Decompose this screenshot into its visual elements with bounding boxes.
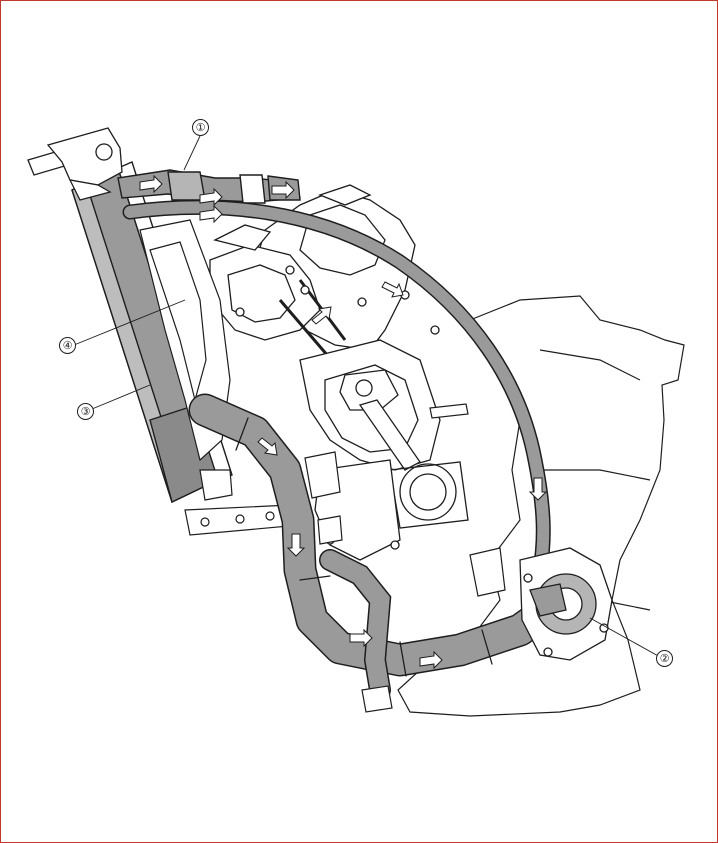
callout-2: ② [656, 650, 673, 667]
callout-3: ③ [77, 403, 94, 420]
callout-3-label: ③ [80, 405, 91, 418]
radiator-cap [27, 127, 123, 201]
return-hose [122, 199, 551, 578]
callout-2-label: ② [659, 652, 670, 665]
leader-lines [73, 135, 661, 658]
secondary-hose [319, 549, 392, 701]
callout-1-label: ① [195, 121, 206, 134]
water-pump [519, 547, 613, 661]
hose-clamps [304, 403, 506, 713]
callout-4: ④ [59, 337, 76, 354]
callout-4-label: ④ [62, 339, 73, 352]
lower-hose [188, 393, 565, 677]
flow-arrows [139, 174, 548, 670]
callout-1: ① [192, 119, 209, 136]
engine-block [209, 184, 469, 561]
frame-bracket [184, 504, 301, 536]
